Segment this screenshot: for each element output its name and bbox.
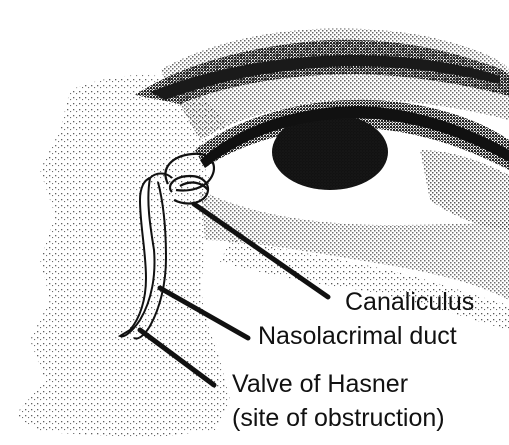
leader-canaliculus [194, 204, 328, 297]
label-canaliculus: Canaliculus [345, 288, 474, 316]
leader-valve-of-hasner [140, 330, 214, 385]
label-site-of-obstruction: (site of obstruction) [232, 404, 445, 432]
leader-nasolacrimal-duct [160, 288, 248, 338]
label-valve-of-hasner: Valve of Hasner [232, 370, 408, 398]
label-nasolacrimal-duct: Nasolacrimal duct [258, 322, 457, 350]
